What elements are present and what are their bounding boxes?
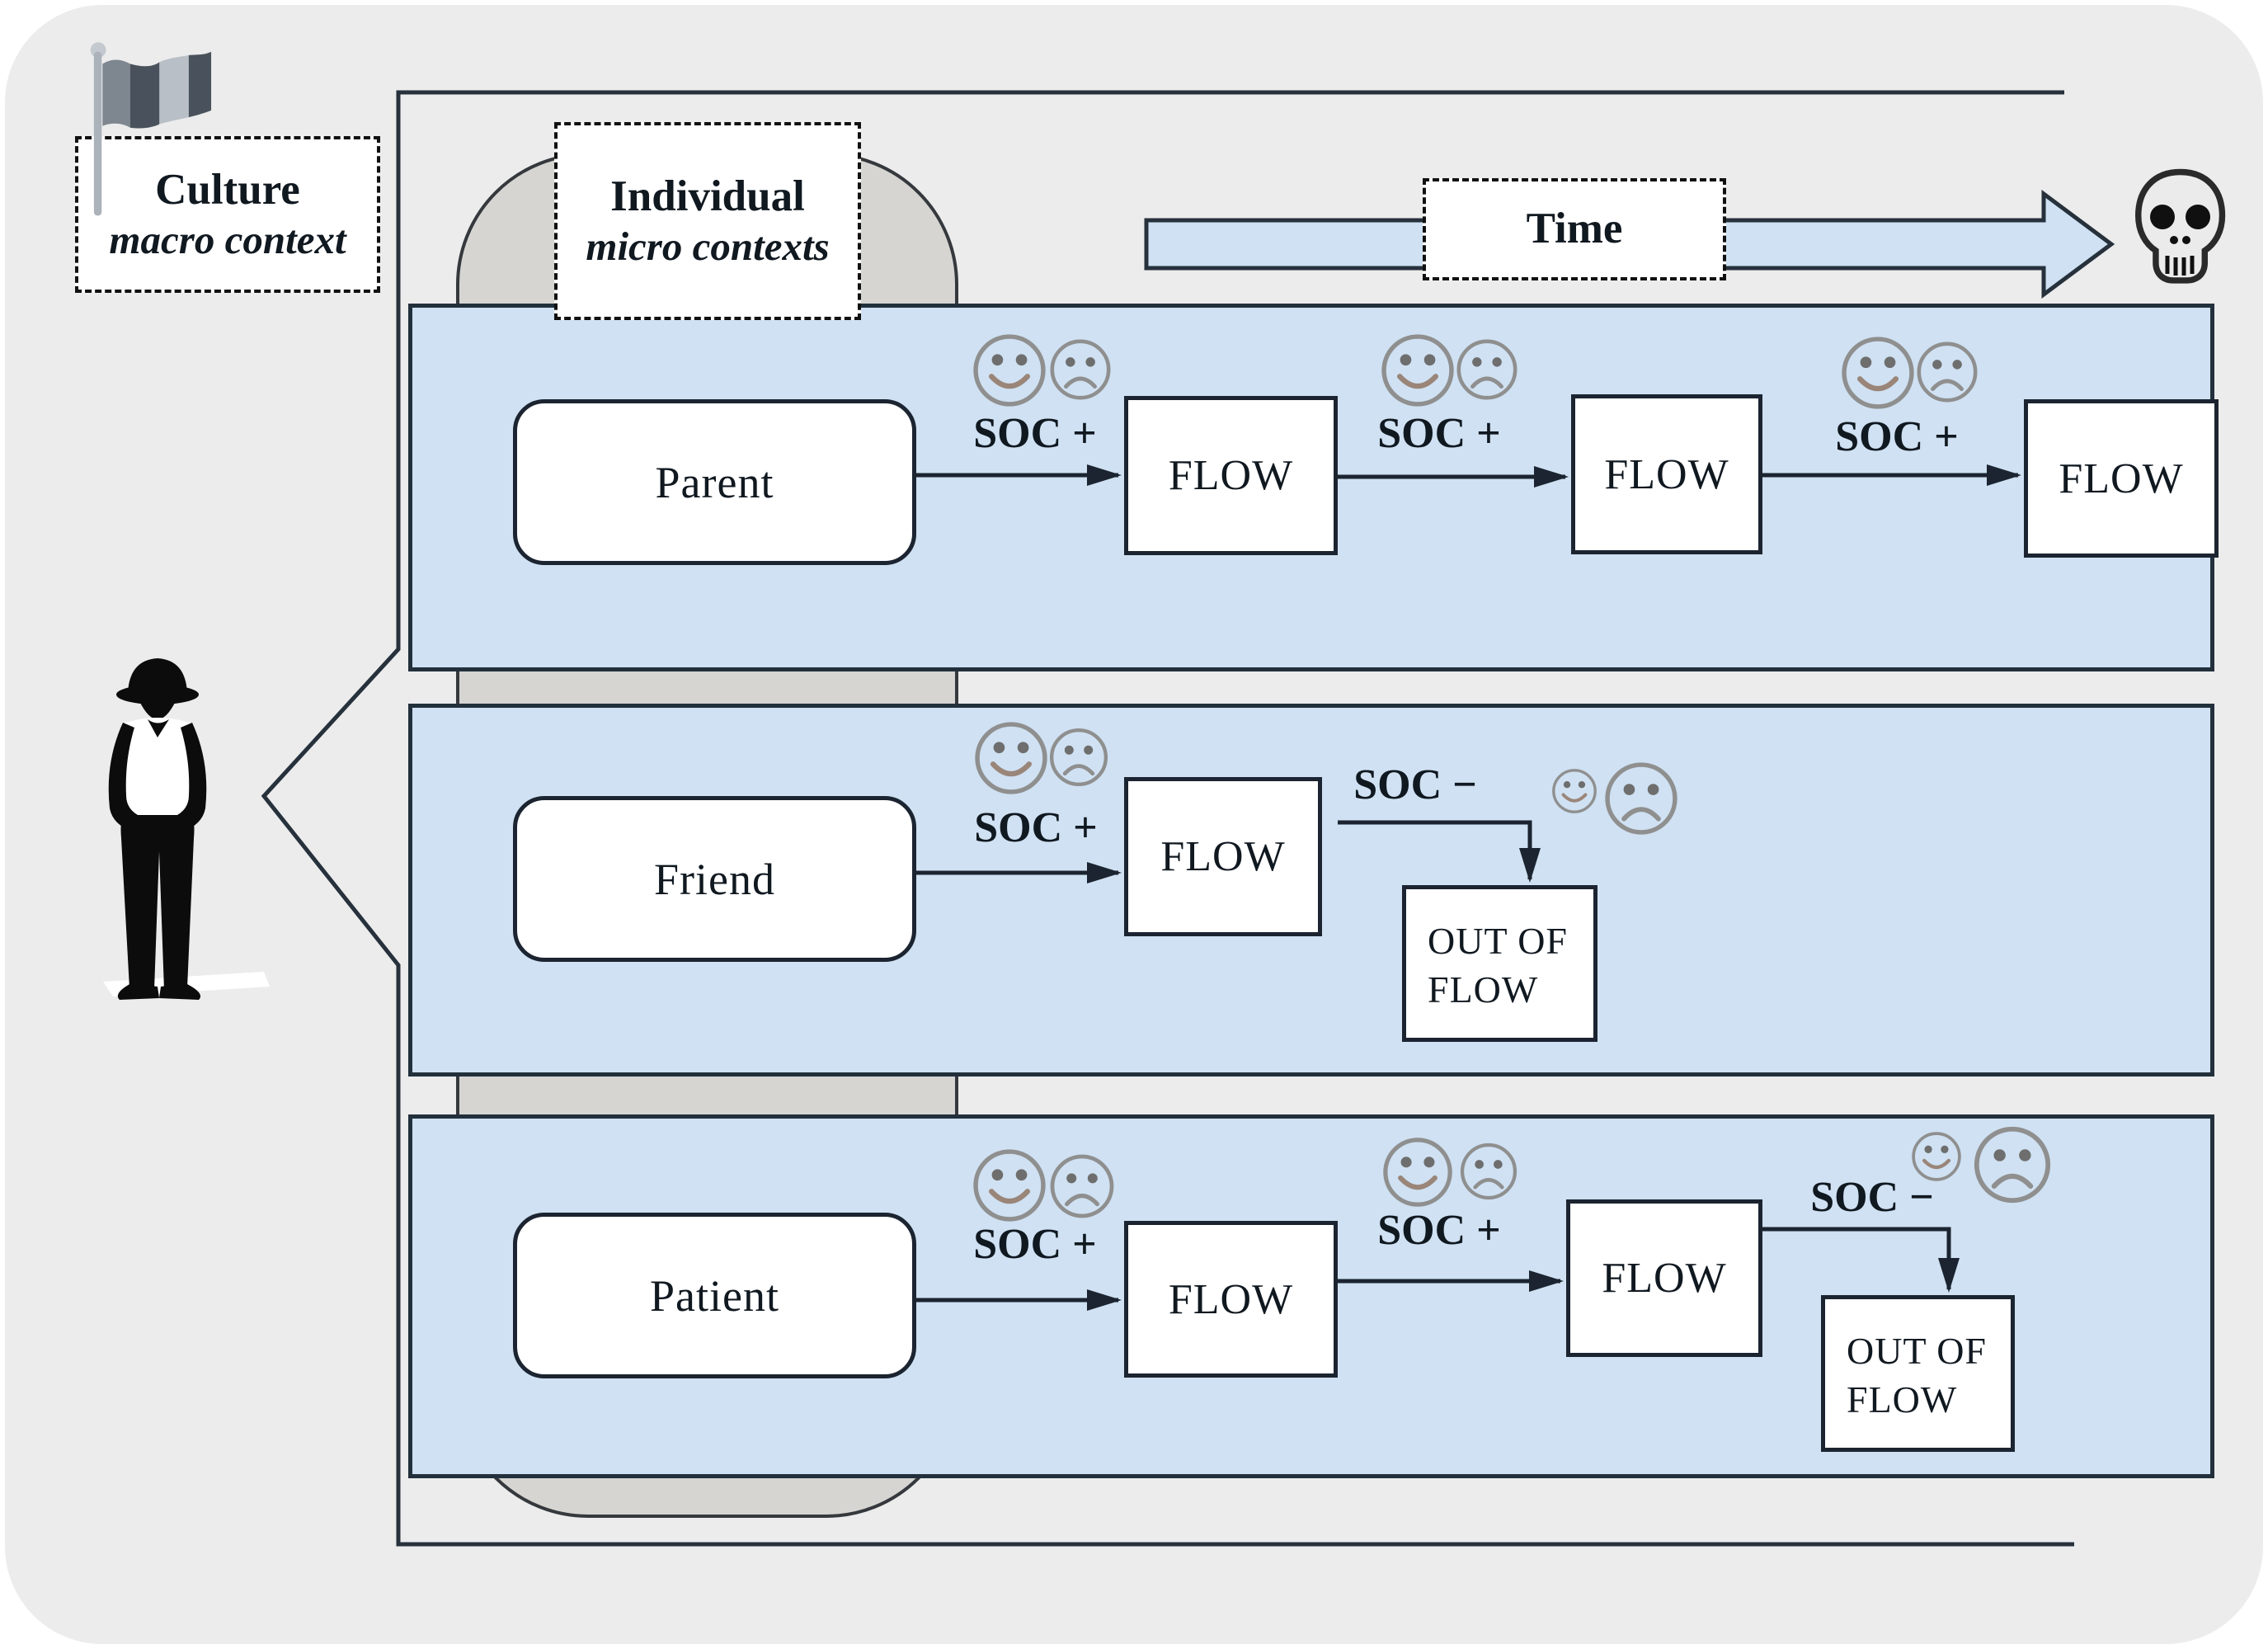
individual-subtitle: micro contexts: [586, 224, 830, 270]
flow-box: FLOW: [1124, 396, 1338, 555]
state-label: FLOW: [2059, 455, 2184, 502]
state-label: OUT OF FLOW: [1847, 1330, 1988, 1420]
role-box-patient: Patient: [513, 1213, 916, 1378]
state-label: FLOW: [1604, 450, 1729, 498]
state-label: FLOW: [1168, 1275, 1294, 1323]
time-label: Time: [1526, 205, 1623, 253]
time-label-box: Time: [1423, 178, 1726, 280]
soc-label: SOC +: [973, 1221, 1097, 1268]
state-label: FLOW: [1602, 1255, 1727, 1302]
soc-label: SOC +: [1835, 413, 1959, 460]
state-label: FLOW: [1160, 833, 1286, 880]
flow-box: FLOW: [2024, 399, 2219, 558]
culture-subtitle: macro context: [109, 217, 346, 263]
role-label: Friend: [654, 854, 775, 904]
flow-box: FLOW: [1566, 1199, 1762, 1357]
individual-title: Individual: [610, 172, 805, 220]
out-of-flow-box: OUT OF FLOW: [1821, 1295, 2015, 1452]
individual-micro-contexts-label: Individual micro contexts: [554, 122, 861, 320]
role-box-parent: Parent: [513, 399, 916, 565]
soc-label: SOC −: [1353, 761, 1477, 808]
flow-box: FLOW: [1124, 777, 1322, 936]
soc-label: SOC −: [1810, 1174, 1934, 1221]
out-of-flow-box: OUT OF FLOW: [1402, 885, 1597, 1042]
soc-label: SOC +: [974, 804, 1098, 851]
culture-title: Culture: [155, 165, 300, 214]
flow-box: FLOW: [1571, 394, 1762, 554]
role-label: Parent: [655, 457, 774, 507]
soc-label: SOC +: [973, 410, 1097, 457]
flow-box: FLOW: [1124, 1221, 1338, 1378]
role-label: Patient: [650, 1270, 779, 1321]
state-label: OUT OF FLOW: [1428, 920, 1569, 1011]
culture-macro-context-label: Culture macro context: [75, 136, 380, 293]
soc-label: SOC +: [1377, 410, 1501, 457]
soc-label: SOC +: [1377, 1207, 1501, 1254]
state-label: FLOW: [1168, 452, 1294, 499]
role-box-friend: Friend: [513, 796, 916, 962]
